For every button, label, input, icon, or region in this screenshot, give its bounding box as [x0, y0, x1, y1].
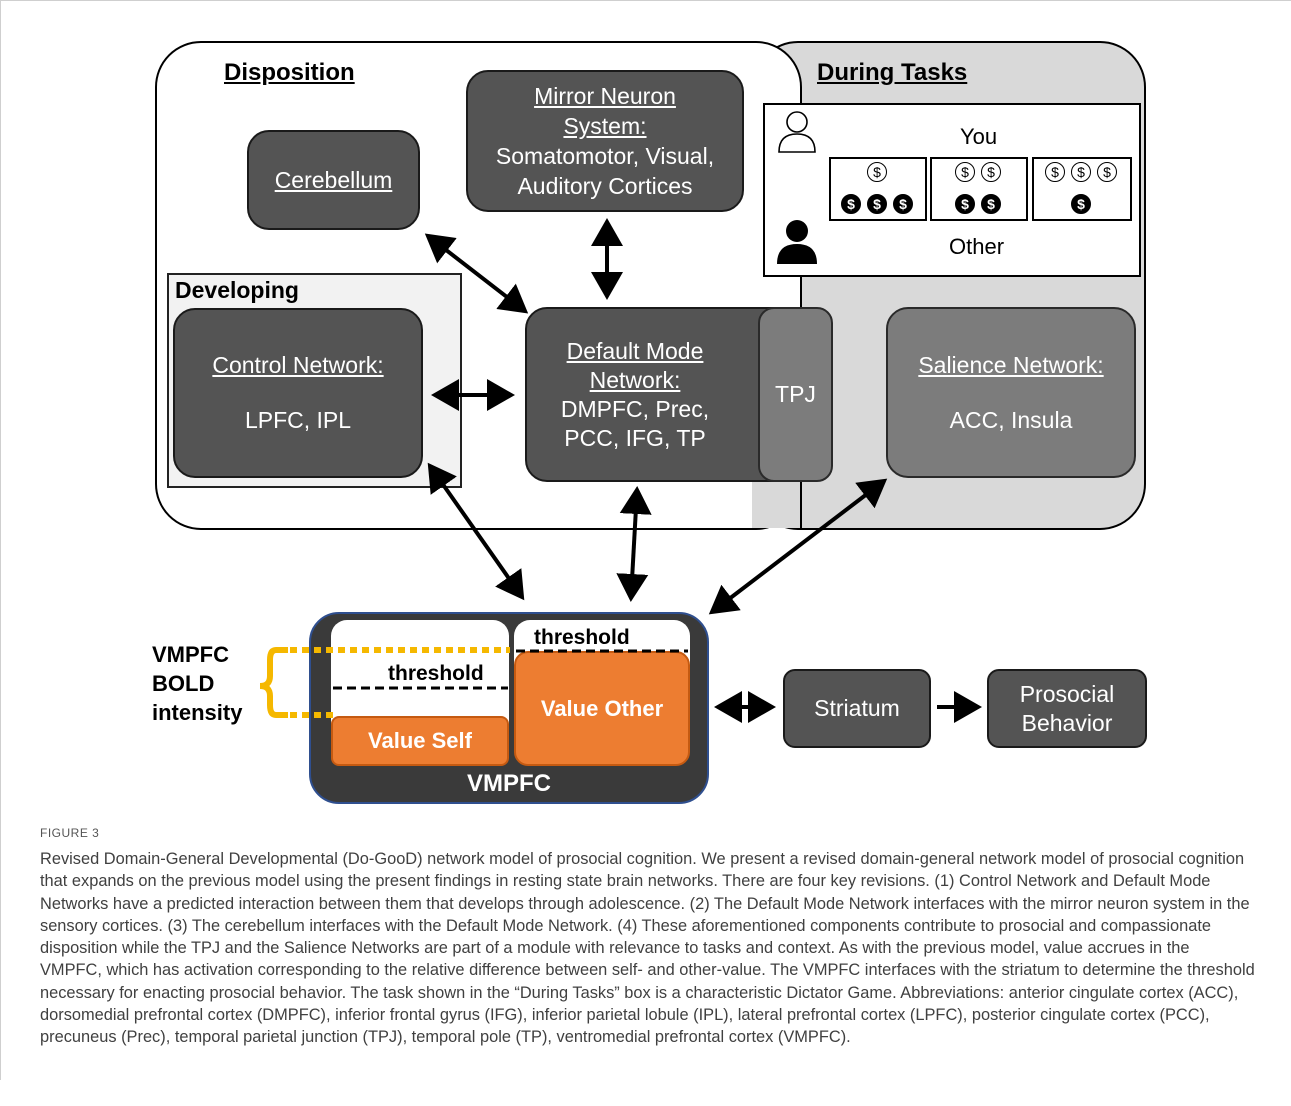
you-coin-icon: $ [1071, 162, 1091, 182]
other-coin-icon: $ [981, 194, 1001, 214]
value-self-box: Value Self [331, 716, 509, 766]
cerebellum-label: Cerebellum [274, 166, 393, 193]
bold-label-1: VMPFC [152, 642, 229, 667]
developing-title: Developing [175, 277, 299, 303]
value-other-label: Value Other [540, 695, 664, 721]
you-person-icon [778, 111, 816, 153]
striatum-label: Striatum [814, 695, 900, 721]
tpj-node: TPJ [758, 307, 833, 482]
arrow-salience-vmpfc [708, 478, 888, 615]
prosocial-label-2: Behavior [1021, 709, 1113, 736]
prosocial-label-1: Prosocial [1019, 680, 1115, 707]
dmn-body-1: DMPFC, Prec, [560, 395, 710, 422]
value-other-box: Value Other [514, 651, 690, 766]
mirror-title-2: System: [563, 113, 647, 139]
salience-title: Salience Network: [918, 351, 1104, 378]
mirror-title-1: Mirror Neuron [534, 83, 676, 109]
figure-caption: Revised Domain-General Developmental (Do… [40, 850, 1255, 1047]
bold-intensity-bracket [259, 647, 510, 718]
bold-label-3: intensity [152, 700, 243, 725]
control-body: LPFC, IPL [244, 407, 352, 433]
threshold-right-label: threshold [534, 626, 630, 649]
other-coin-icon: $ [867, 194, 887, 214]
threshold-left-label: threshold [388, 662, 484, 685]
mirror-body-2: Auditory Cortices [517, 173, 693, 199]
you-coin-icon: $ [1097, 162, 1117, 182]
value-self-label: Value Self [368, 728, 472, 753]
figure-label: FIGURE 3 [40, 826, 100, 840]
other-coin-icon: $ [893, 194, 913, 214]
dmn-title-2: Network: [589, 366, 681, 393]
you-coin-icon: $ [1045, 162, 1065, 182]
you-coin-icon: $ [867, 162, 887, 182]
allocation-option-2 [930, 157, 1028, 221]
arrow-cerebellum-dmn [424, 233, 529, 314]
control-title: Control Network: [212, 352, 384, 378]
dmn-body-2: PCC, IFG, TP [564, 424, 706, 451]
arrow-dmn-vmpfc [616, 486, 652, 602]
figure-top-rule [0, 0, 1291, 1]
other-label: Other [949, 234, 1005, 259]
other-person-icon [777, 220, 817, 264]
salience-body: ACC, Insula [949, 406, 1073, 433]
other-coin-icon: $ [1071, 194, 1091, 214]
cerebellum-node: Cerebellum [247, 130, 420, 230]
salience-network-node: Salience Network: ACC, Insula [886, 307, 1136, 478]
vmpfc-label: VMPFC [467, 770, 551, 797]
arrow-control-vmpfc [427, 462, 525, 601]
striatum-node: Striatum [783, 669, 931, 748]
mirror-neuron-node: Mirror Neuron System: Somatomotor, Visua… [466, 70, 744, 212]
bold-label-2: BOLD [152, 671, 215, 696]
during-tasks-title: During Tasks [817, 59, 968, 86]
dmn-title-1: Default Mode [566, 337, 704, 364]
you-coin-icon: $ [955, 162, 975, 182]
you-label: You [960, 124, 998, 149]
prosocial-behavior-node: Prosocial Behavior [987, 669, 1147, 748]
control-network-node: Control Network: LPFC, IPL [173, 308, 423, 478]
bold-intensity-label: VMPFC BOLD intensity [152, 640, 242, 727]
mirror-body-1: Somatomotor, Visual, [495, 143, 715, 169]
other-coin-icon: $ [955, 194, 975, 214]
figure-left-rule [0, 0, 1, 1080]
disposition-title: Disposition [224, 59, 355, 86]
other-coin-icon: $ [841, 194, 861, 214]
you-coin-icon: $ [981, 162, 1001, 182]
tpj-label: TPJ [775, 381, 816, 407]
